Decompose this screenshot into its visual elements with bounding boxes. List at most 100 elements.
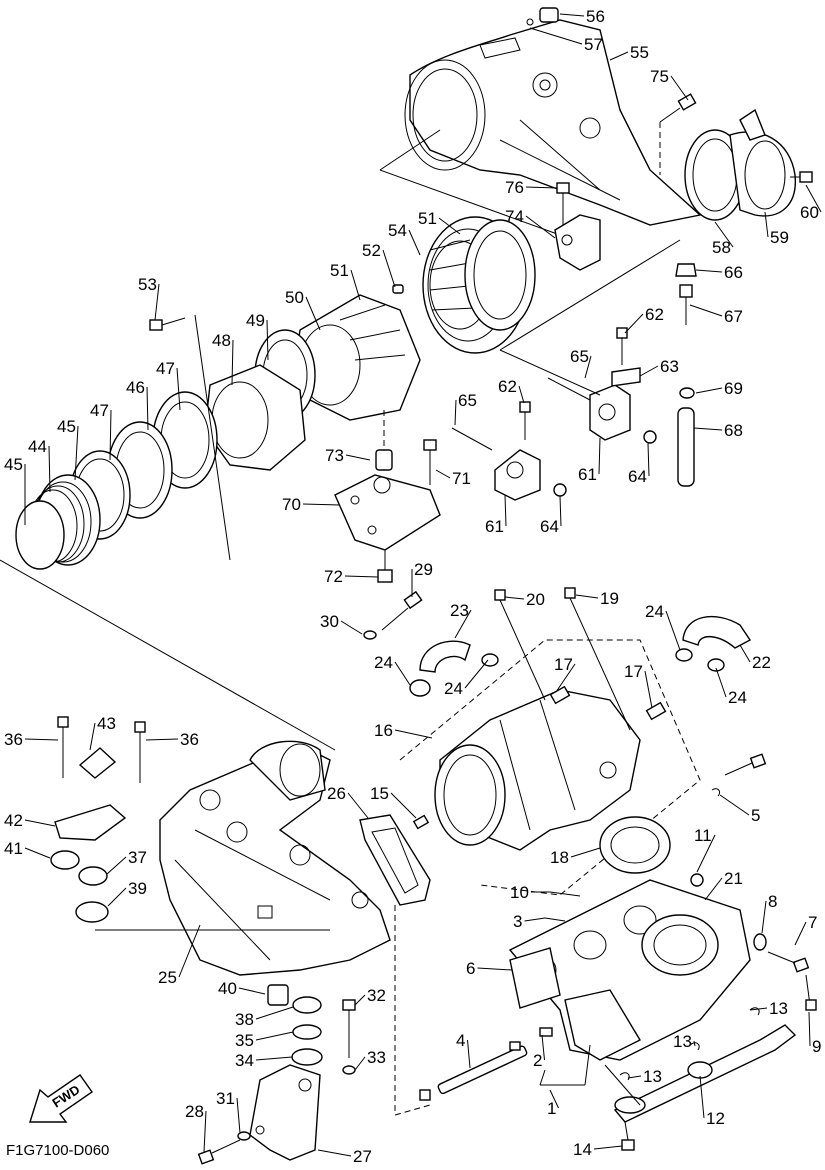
callout-leaders: [24, 13, 822, 1157]
callout-leader-line: [693, 427, 723, 431]
callout-leader-line: [627, 1075, 642, 1079]
bolt-part: [519, 327, 628, 440]
callout-number: 39: [128, 879, 147, 898]
callout-leader-line: [504, 596, 525, 600]
callout-number: 12: [706, 1109, 725, 1128]
callout-leader-line: [518, 385, 525, 404]
callout-number: 5: [751, 806, 760, 825]
callout-leader-line: [525, 186, 558, 189]
pipe-part: [437, 1045, 528, 1095]
callout-leader-line: [145, 738, 179, 741]
bolt-part: [494, 587, 631, 731]
callout-number: 7: [808, 913, 817, 932]
air-box-part: [159, 740, 391, 976]
callout-number: 66: [724, 263, 743, 282]
callout-number: 47: [90, 401, 109, 420]
callout-leader-line: [154, 283, 160, 321]
callout-leader-line: [408, 229, 421, 256]
screw-part: [679, 284, 693, 325]
callout-leader-line: [176, 367, 181, 411]
callout-leader-line: [524, 917, 546, 922]
callout-leader-line: [467, 1039, 471, 1069]
bracket-part: [554, 214, 601, 271]
bolt-part: [377, 550, 393, 583]
gasket-part: [464, 219, 536, 331]
callout-number: 25: [158, 968, 177, 987]
callout-leader-line: [302, 503, 341, 506]
clamp-part: [15, 500, 65, 570]
callout-leader-line: [48, 445, 51, 493]
callout-leader-line: [559, 13, 585, 17]
callout-leader-line: [665, 610, 681, 651]
callout-number: 65: [458, 391, 477, 410]
callout-leader-line: [178, 924, 201, 978]
nut-part: [690, 873, 767, 951]
callout-number: 55: [630, 43, 649, 62]
callout-leader-line: [549, 1089, 559, 1109]
callout-leader-line: [106, 856, 127, 875]
callout-number: 17: [624, 662, 643, 681]
callout-leader-line: [764, 211, 769, 238]
callout-number: 21: [724, 869, 743, 888]
callout-number: 64: [628, 467, 647, 486]
callout-number: 36: [180, 730, 199, 749]
bolt-part: [197, 1131, 251, 1165]
callout-number: 29: [414, 560, 433, 579]
callout-leader-line: [570, 847, 601, 858]
callout-leader-line: [699, 1075, 705, 1119]
callout-number: 28: [185, 1102, 204, 1121]
callout-leader-line: [350, 269, 361, 301]
bolt-part: [149, 317, 186, 331]
callout-leader-line: [238, 987, 266, 995]
callout-number: 32: [367, 986, 386, 1005]
manifold-part: [434, 689, 641, 851]
callout-number: 3: [513, 912, 522, 931]
callout-number: 50: [285, 288, 304, 307]
callout-number: 23: [450, 601, 469, 620]
callout-leader-line: [529, 27, 583, 45]
hose-part: [419, 640, 471, 673]
callout-number: 9: [812, 1037, 821, 1056]
callout-number: 74: [505, 207, 524, 226]
callout-leader-line: [255, 1031, 294, 1041]
callout-leader-line: [24, 819, 56, 827]
plate-part: [54, 747, 127, 841]
callout-number: 38: [235, 1010, 254, 1029]
callout-number: 58: [712, 238, 731, 257]
callout-number: 13: [769, 999, 788, 1018]
mount-bracket-part: [249, 1064, 321, 1161]
callout-number: 51: [418, 209, 437, 228]
callout-number: 14: [573, 1140, 592, 1159]
callout-leader-line: [504, 494, 507, 527]
bolt-part: [790, 171, 813, 183]
callout-leader-line: [704, 877, 723, 901]
callout-number: 41: [4, 839, 23, 858]
callout-leader-line: [689, 304, 723, 317]
intake-duct-part: [404, 19, 702, 226]
callout-leader-line: [203, 1110, 207, 1153]
callout-number: 1: [547, 1099, 556, 1118]
callout-number: 15: [370, 784, 389, 803]
callout-leader-line: [696, 834, 716, 873]
callout-leader-line: [107, 887, 127, 907]
clip-part: [619, 1007, 760, 1081]
gasket-part: [359, 814, 431, 906]
callout-number: 73: [325, 446, 344, 465]
callout-number: 67: [724, 307, 743, 326]
callout-leader-line: [555, 663, 576, 693]
callout-leader-line: [805, 184, 822, 213]
callout-leader-line: [390, 792, 417, 819]
washer-part: [363, 630, 377, 640]
callout-number: 26: [327, 784, 346, 803]
bolt-part: [423, 439, 437, 485]
callout-leader-line: [340, 620, 363, 635]
damper-part: [267, 984, 323, 1066]
callout-number: 51: [330, 261, 349, 280]
callout-leader-line: [584, 355, 592, 379]
gasket-part: [599, 816, 671, 874]
callout-leader-line: [808, 1011, 811, 1047]
callout-leader-line: [255, 1006, 294, 1020]
clip-part: [679, 387, 695, 399]
callout-number: 57: [584, 35, 603, 54]
